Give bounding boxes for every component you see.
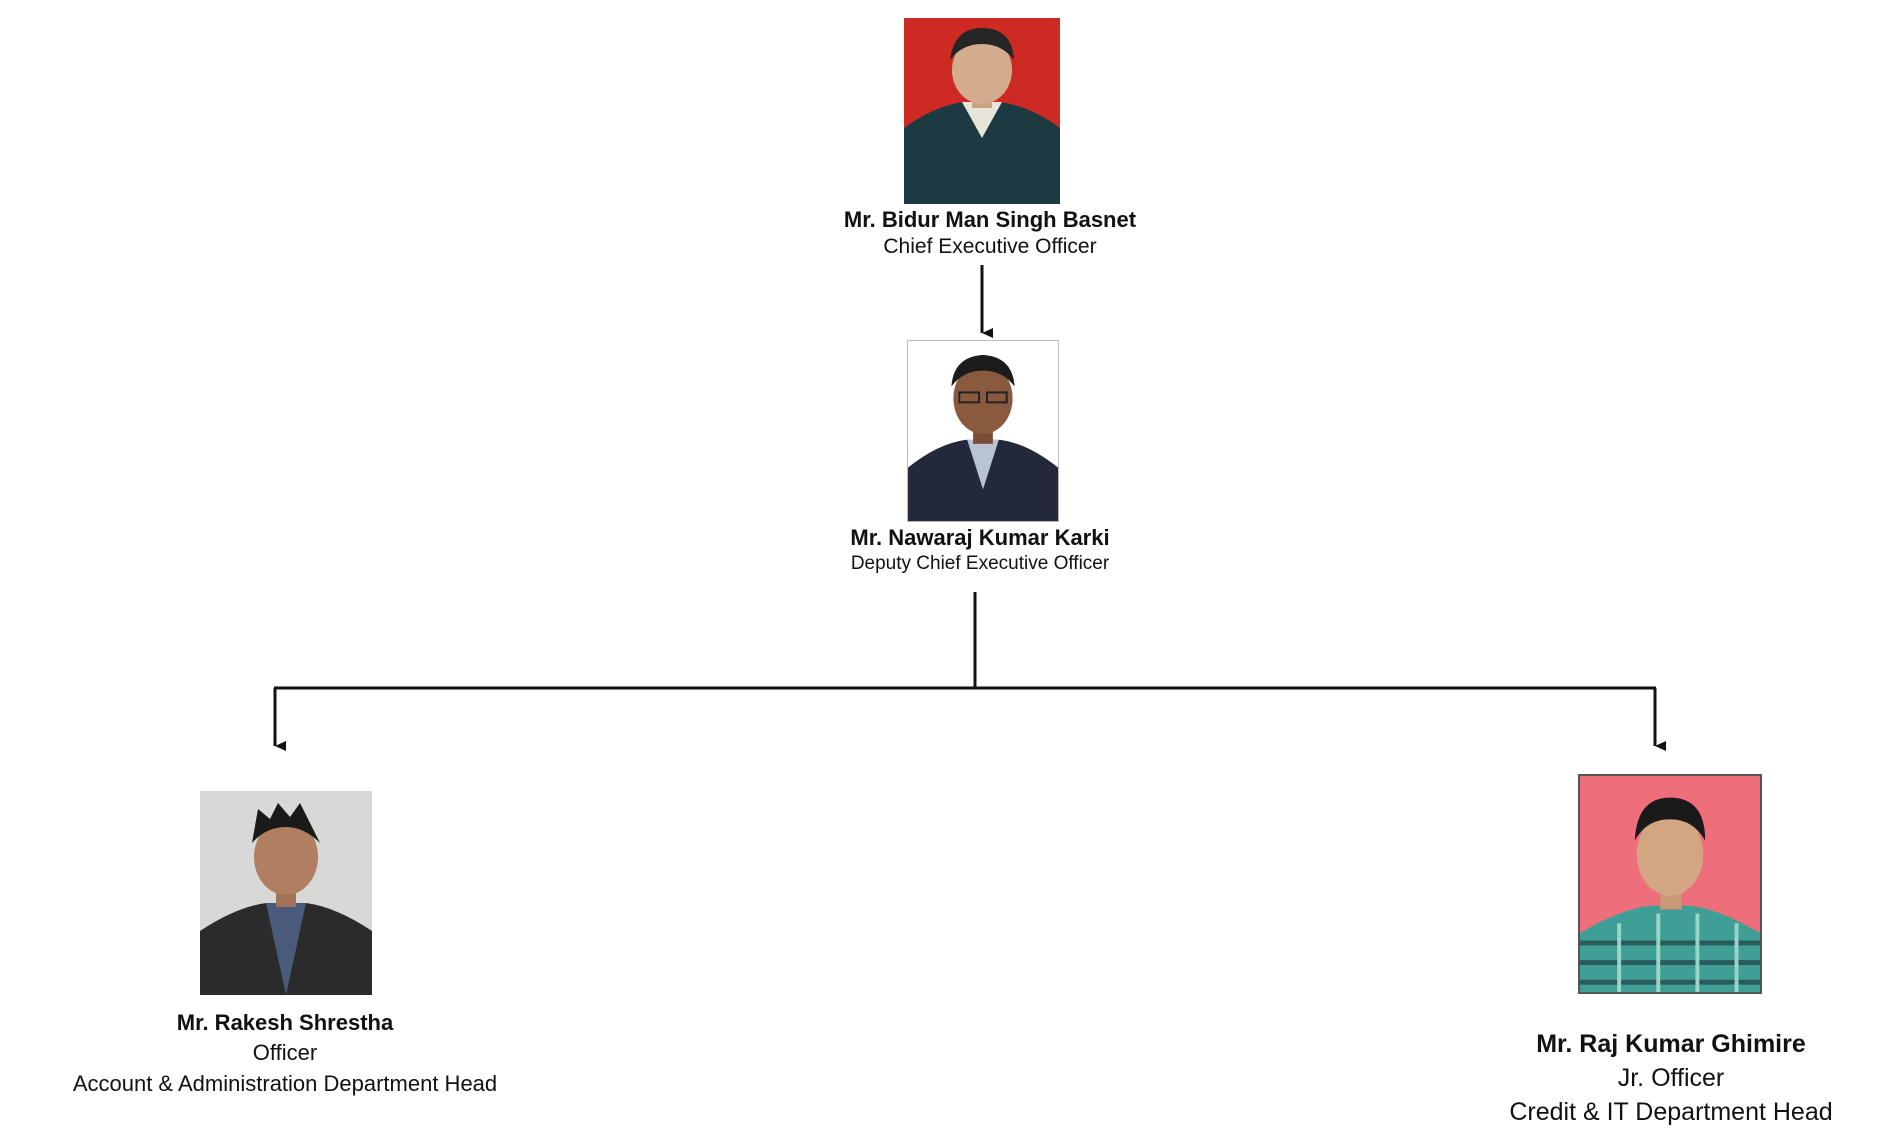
admin-head-department: Account & Administration Department Head [72, 1071, 498, 1096]
it-head-title: Jr. Officer [1617, 1064, 1725, 1092]
ceo-photo [904, 18, 1060, 204]
deputy-name: Mr. Nawaraj Kumar Karki [850, 525, 1110, 550]
it-head-name: Mr. Raj Kumar Ghimire [1536, 1030, 1806, 1058]
deputy-title: Deputy Chief Executive Officer [850, 553, 1110, 574]
admin-head-photo [200, 791, 372, 995]
admin-head-title: Officer [252, 1040, 318, 1065]
admin-head-name: Mr. Rakesh Shrestha [176, 1010, 394, 1035]
it-head-department: Credit & IT Department Head [1509, 1098, 1833, 1126]
deputy-photo [907, 340, 1059, 522]
it-head-photo [1578, 774, 1762, 994]
ceo-title: Chief Executive Officer [883, 235, 1097, 258]
ceo-name: Mr. Bidur Man Singh Basnet [843, 207, 1137, 232]
